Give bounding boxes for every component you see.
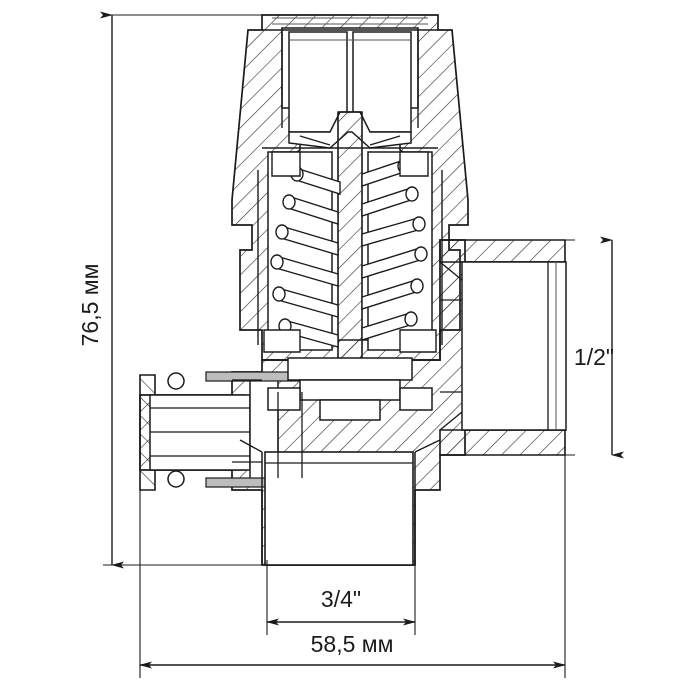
dimension-width: 58,5 мм [139,631,566,669]
dimension-width-label: 58,5 мм [311,631,394,657]
valve-body-group [139,14,567,566]
spring-coil [270,254,339,287]
spring-coil [361,278,424,310]
spring-retainer [263,151,437,353]
extension-lines [103,14,575,678]
dimension-outlet-thread-label: 1/2" [574,344,614,370]
valve-seat-disc [267,357,433,421]
spring-coil [282,194,339,225]
detail-lines [232,299,462,478]
compression-spring-right [361,158,428,341]
o-ring-seal-upper [167,372,185,390]
dimension-outlet-thread: 1/2" [574,236,624,459]
inlet-port [239,439,441,566]
dimension-inlet-thread-label: 3/4" [321,586,361,612]
spring-coil [272,286,339,318]
dimension-height-label: 76,5 мм [77,264,103,347]
outlet-port [439,239,567,456]
dimension-inlet-thread: 3/4" [266,586,416,626]
test-lever-port [139,371,303,491]
compression-spring-left [270,166,341,348]
spring-coil [361,216,426,247]
spring-coil [361,246,428,279]
spring-coil [361,186,419,217]
spring-coil [275,224,339,256]
spring-coil [361,311,418,341]
o-ring-seal-lower [167,470,185,488]
dimension-height: 76,5 мм [77,11,124,569]
